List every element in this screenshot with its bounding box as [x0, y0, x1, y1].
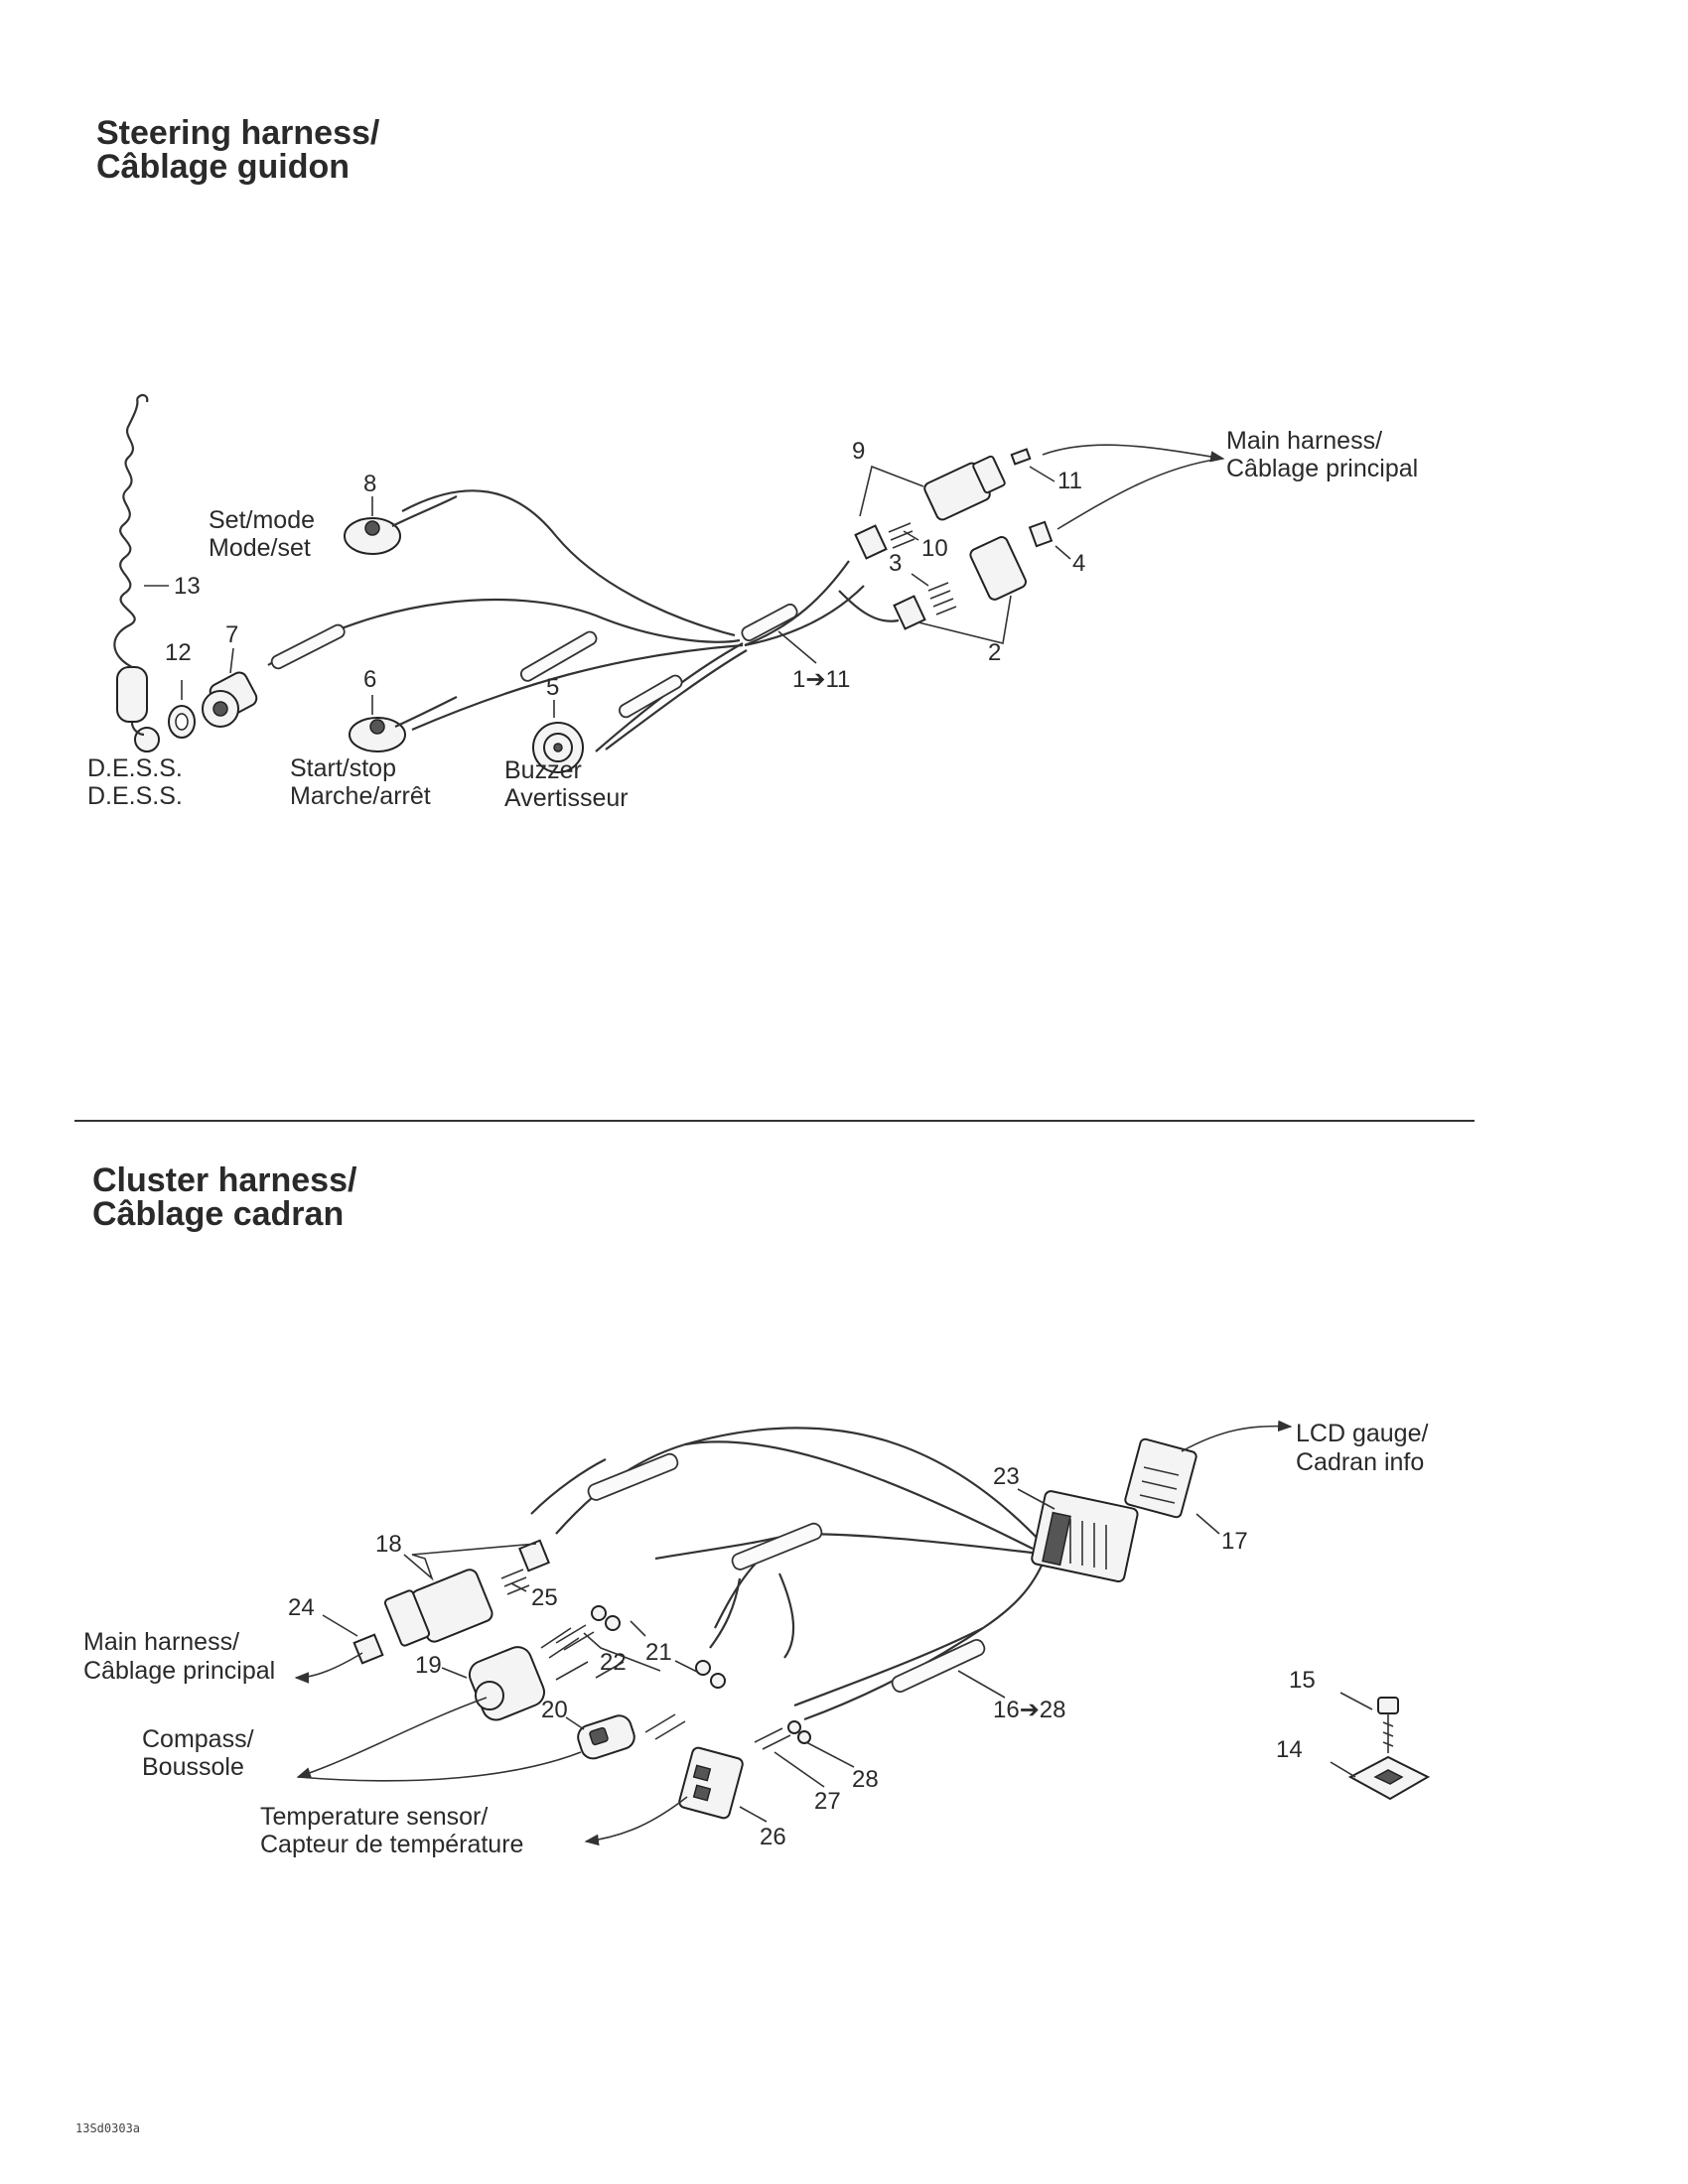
terminal-pins: [888, 522, 957, 615]
cluster-section: Cluster harness/ Câblage cadran: [83, 1161, 1431, 1858]
connector-group-2: [893, 520, 1054, 630]
cluster-leaders: [294, 1420, 1373, 1846]
callout-7: 7: [225, 621, 238, 648]
callout-17: 17: [1221, 1528, 1248, 1555]
dess-assembly: [113, 393, 258, 752]
dess-label-en: D.E.S.S.: [87, 754, 183, 782]
wire-sleeve: [741, 603, 798, 642]
temp-sensor-label-en: Temperature sensor/: [260, 1803, 488, 1831]
cluster-connector-23: [1031, 1490, 1139, 1583]
callout-5: 5: [546, 674, 559, 701]
cluster-main-harness-en: Main harness/: [83, 1628, 239, 1656]
buzzer-label-fr: Avertisseur: [504, 784, 629, 812]
setmode-label-fr: Mode/set: [209, 534, 311, 562]
startstop-label-en: Start/stop: [290, 754, 396, 782]
pins-22: [555, 1624, 686, 1740]
buzzer: [532, 722, 584, 773]
screw-15: [1377, 1697, 1399, 1753]
callout-15: 15: [1289, 1667, 1316, 1694]
setmode-switch: [344, 495, 458, 555]
callout-23: 23: [993, 1463, 1020, 1490]
callout-13: 13: [174, 573, 201, 600]
lcd-gauge-label-fr: Cadran info: [1296, 1448, 1424, 1476]
callout-28: 28: [852, 1766, 879, 1793]
callout-18: 18: [375, 1531, 402, 1558]
callout-11: 11: [1057, 468, 1082, 494]
cluster-title-en: Cluster harness/: [92, 1161, 357, 1199]
callout-27: 27: [814, 1788, 841, 1815]
seals-21: [591, 1605, 726, 1689]
steering-main-harness-fr: Câblage principal: [1226, 455, 1418, 482]
steering-main-harness-en: Main harness/: [1226, 427, 1382, 455]
wire-sleeve: [891, 1639, 986, 1693]
lcd-gauge-label-en: LCD gauge/: [1296, 1420, 1428, 1447]
callout-20: 20: [541, 1697, 568, 1723]
connector-group-9: [854, 448, 1032, 560]
clip-14: [1347, 1755, 1431, 1801]
compass-label-fr: Boussole: [142, 1753, 244, 1781]
dess-label-fr: D.E.S.S.: [87, 782, 183, 810]
cluster-title-fr: Câblage cadran: [92, 1195, 344, 1233]
startstop-switch: [349, 696, 458, 752]
footer-code: 13Sd0303a: [75, 2121, 140, 2135]
callout-3: 3: [889, 550, 902, 577]
startstop-label-fr: Marche/arrêt: [290, 782, 431, 810]
callout-22: 22: [600, 1649, 627, 1676]
seal-24: [352, 1633, 384, 1665]
lcd-gauge-connector-17: [1124, 1437, 1197, 1519]
steering-range-label: 1➔11: [792, 666, 850, 693]
callout-10: 10: [921, 535, 948, 562]
connector-20: [577, 1714, 635, 1760]
steering-leaders: [144, 444, 1225, 718]
callout-4: 4: [1072, 550, 1085, 577]
callout-19: 19: [415, 1652, 442, 1679]
setmode-label-en: Set/mode: [209, 506, 315, 534]
callout-14: 14: [1276, 1736, 1303, 1763]
steering-title-fr: Câblage guidon: [96, 148, 350, 186]
wire-sleeve: [270, 623, 346, 670]
steering-title-en: Steering harness/: [96, 114, 380, 152]
callout-8: 8: [363, 471, 376, 497]
temp-connector-26: [678, 1720, 811, 1820]
wire-sleeve: [587, 1452, 679, 1501]
wire-sleeve: [519, 630, 598, 682]
connector-19: [468, 1627, 625, 1721]
buzzer-label-en: Buzzer: [504, 756, 582, 784]
wire-sleeve: [731, 1522, 823, 1570]
steering-section: Steering harness/ Câblage guidon: [87, 114, 1418, 812]
callout-24: 24: [288, 1594, 315, 1621]
callout-2: 2: [988, 639, 1001, 666]
cluster-main-harness-fr: Câblage principal: [83, 1657, 275, 1685]
callout-26: 26: [760, 1824, 786, 1850]
callout-21: 21: [645, 1639, 672, 1666]
callout-6: 6: [363, 666, 376, 693]
temp-sensor-label-fr: Capteur de température: [260, 1831, 523, 1858]
cluster-range-label: 16➔28: [993, 1697, 1066, 1723]
wire-sleeve: [618, 674, 683, 719]
compass-label-en: Compass/: [142, 1725, 254, 1753]
connector-18: [383, 1539, 550, 1647]
callout-9: 9: [852, 438, 865, 465]
callout-25: 25: [531, 1584, 558, 1611]
callout-12: 12: [165, 639, 192, 666]
